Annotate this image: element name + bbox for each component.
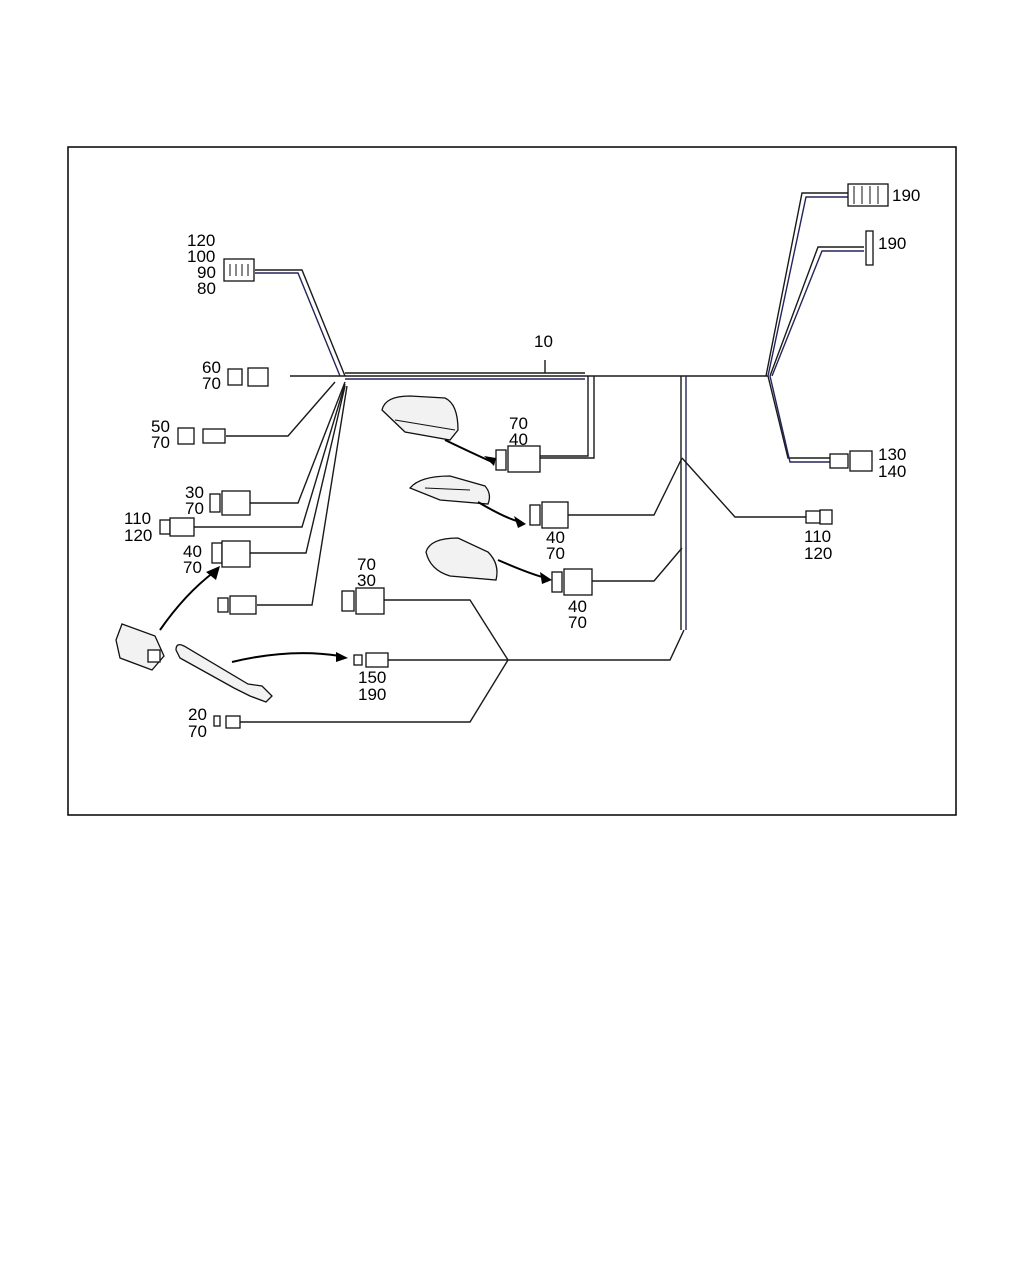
arrows [159, 439, 552, 663]
connector-left-2 [227, 367, 269, 387]
connector-left-6 [211, 540, 251, 568]
label-c5-b: 190 [358, 685, 386, 704]
label-c2-a: 40 [546, 528, 565, 547]
label-bottom-a: 20 [188, 705, 207, 724]
label-left4-b: 70 [185, 499, 204, 518]
label-c4-a: 70 [357, 555, 376, 574]
label-c3-b: 70 [568, 613, 587, 632]
label-left3-a: 50 [151, 417, 170, 436]
part-labels: 10 190 190 130 140 110 120 120 100 90 80… [124, 186, 920, 741]
label-c1-b: 40 [509, 430, 528, 449]
label-c3-a: 40 [568, 597, 587, 616]
connector-right-bar [865, 230, 874, 266]
label-left1-d: 80 [197, 279, 216, 298]
connector-left-3 [177, 427, 226, 445]
label-c5-a: 150 [358, 668, 386, 687]
right-branches [765, 192, 864, 463]
connector-center-3 [551, 568, 593, 596]
label-left1-a: 120 [187, 231, 215, 250]
interior-light-part-3 [425, 537, 498, 581]
label-left2-a: 60 [202, 358, 221, 377]
label-left5-b: 120 [124, 526, 152, 545]
label-bottom-b: 70 [188, 722, 207, 741]
connector-right-low [805, 509, 833, 525]
connector-right-top [847, 183, 889, 207]
diagram-frame [67, 146, 957, 816]
label-left3-b: 70 [151, 433, 170, 452]
connector-left-7 [217, 595, 257, 615]
label-left6-b: 70 [183, 558, 202, 577]
main-harness-trunk [290, 360, 768, 380]
connector-center-2 [529, 501, 569, 529]
connector-center-1 [495, 445, 541, 473]
label-right-low-b: 120 [804, 544, 832, 563]
label-left5-a: 110 [124, 509, 151, 528]
label-top-right-b: 190 [878, 234, 906, 253]
label-right-mid-a: 130 [878, 445, 906, 464]
label-left4-a: 30 [185, 483, 204, 502]
label-left6-a: 40 [183, 542, 202, 561]
label-left1-c: 90 [197, 263, 216, 282]
label-main: 10 [534, 332, 553, 351]
connector-right-mid [829, 450, 873, 472]
connector-left-1 [223, 258, 255, 282]
connector-left-4 [209, 490, 251, 516]
left-branches [194, 269, 348, 606]
label-left2-b: 70 [202, 374, 221, 393]
label-right-low-a: 110 [804, 527, 831, 546]
label-c1-a: 70 [509, 414, 528, 433]
module-part-left [115, 623, 165, 671]
cable-part-left [175, 644, 273, 703]
center-branches [240, 376, 806, 723]
label-c2-b: 70 [546, 544, 565, 563]
label-right-mid-b: 140 [878, 462, 906, 481]
label-c4-b: 30 [357, 571, 376, 590]
label-top-right-a: 190 [892, 186, 920, 205]
connector-center-4 [341, 587, 385, 615]
label-left1-b: 100 [187, 247, 215, 266]
interior-light-part-2 [408, 475, 491, 505]
connector-center-5 [353, 652, 389, 668]
connector-bottom [213, 715, 241, 729]
interior-light-part-1 [381, 395, 459, 441]
connector-left-5 [159, 517, 195, 537]
